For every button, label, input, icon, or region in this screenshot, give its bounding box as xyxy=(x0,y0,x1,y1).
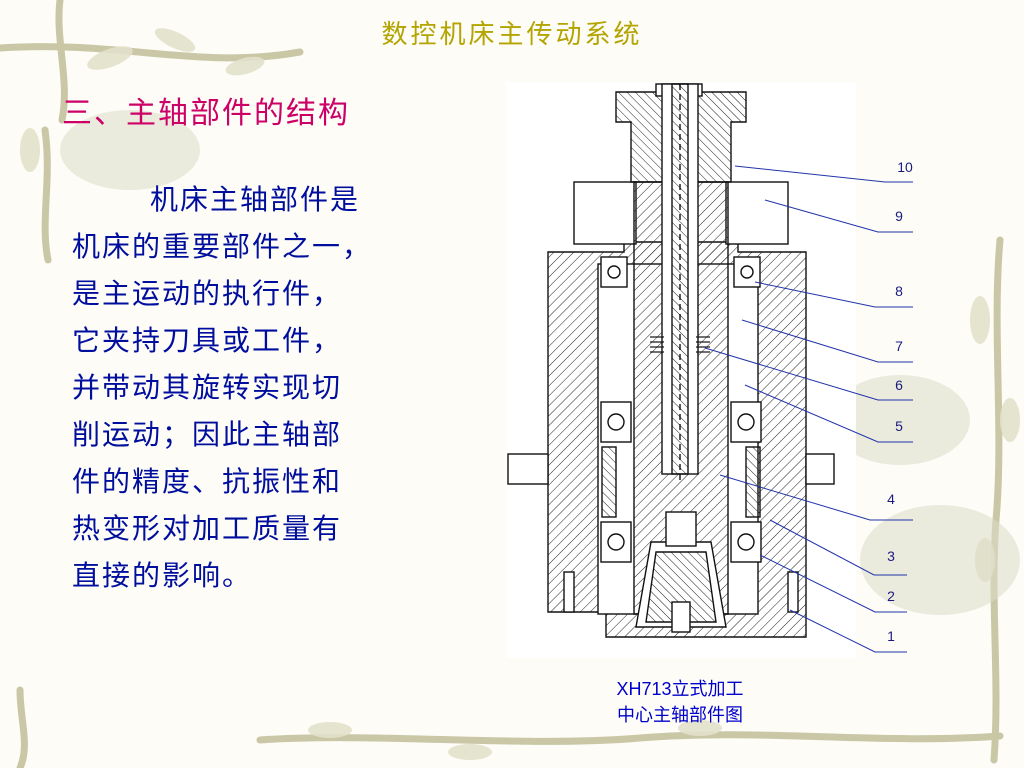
callout-label-2: 2 xyxy=(887,588,895,604)
callout-label-8: 8 xyxy=(895,283,903,299)
body-line: 直接的影响。 xyxy=(72,559,253,592)
callout-label-5: 5 xyxy=(895,418,903,434)
callout-label-6: 6 xyxy=(895,377,903,393)
figure-caption: XH713立式加工 中心主轴部件图 xyxy=(580,676,780,728)
body-line: 并带动其旋转实现切 xyxy=(72,371,343,404)
caption-line: 中心主轴部件图 xyxy=(617,705,743,725)
body-line: 件的精度、抗振性和 xyxy=(72,465,343,498)
callout-label-4: 4 xyxy=(887,491,895,507)
body-paragraph: 机床主轴部件是 机床的重要部件之一， 是主运动的执行件， 它夹持刀具或工件， 并… xyxy=(72,176,452,599)
body-line: 热变形对加工质量有 xyxy=(72,512,343,545)
callout-label-10: 10 xyxy=(897,159,913,175)
section-heading: 三、主轴部件的结构 xyxy=(62,96,350,131)
slide-title: 数控机床主传动系统 xyxy=(381,20,643,50)
body-line: 机床的重要部件之一， xyxy=(72,230,373,263)
callout-label-1: 1 xyxy=(887,628,895,644)
callout-label-9: 9 xyxy=(895,208,903,224)
spindle-section-svg xyxy=(507,83,835,638)
body-line: 是主运动的执行件， xyxy=(72,277,343,310)
caption-line: XH713立式加工 xyxy=(616,679,744,699)
body-line: 削运动；因此主轴部 xyxy=(72,418,343,451)
spindle-assembly-drawing xyxy=(506,82,856,658)
callout-label-7: 7 xyxy=(895,338,903,354)
callout-label-3: 3 xyxy=(887,548,895,564)
body-line: 它夹持刀具或工件， xyxy=(72,324,343,357)
body-line: 机床主轴部件是 xyxy=(150,183,361,216)
